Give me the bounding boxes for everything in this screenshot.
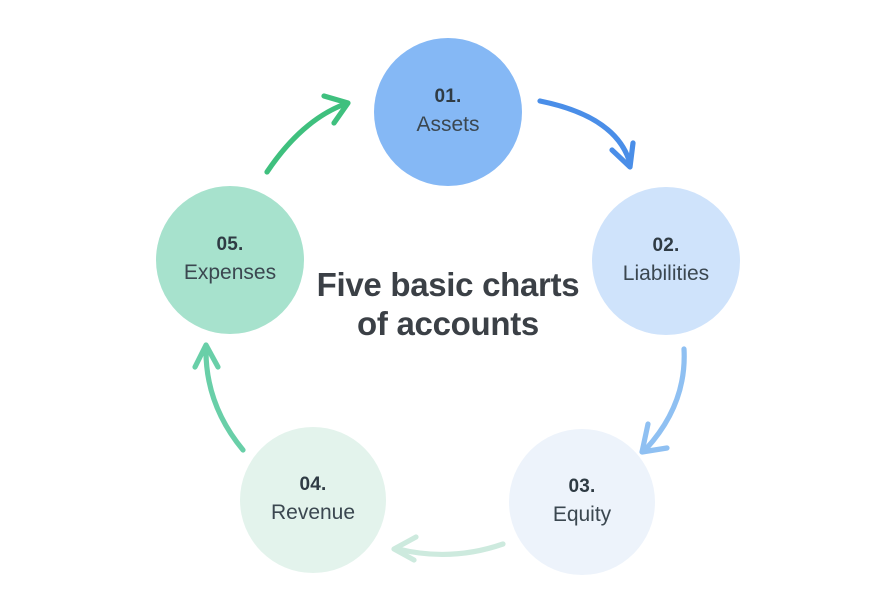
node-assets[interactable]: 01. Assets (374, 38, 522, 186)
arrow-revenue-to-expenses (192, 342, 246, 453)
node-equity-number: 03. (568, 476, 596, 498)
diagram-title: Five basic charts of accounts (262, 266, 634, 344)
arrow-liabilities-to-equity (639, 346, 687, 455)
node-expenses-label: Expenses (183, 261, 277, 285)
node-revenue-number: 04. (299, 474, 327, 496)
node-expenses-number: 05. (216, 234, 244, 256)
diagram-title-line-1: Five basic charts (316, 266, 580, 303)
arrow-expenses-to-assets (264, 93, 351, 175)
diagram-title-line-2: of accounts (357, 304, 539, 342)
node-equity-label: Equity (552, 503, 612, 527)
node-revenue-label: Revenue (270, 501, 356, 525)
node-assets-label: Assets (416, 113, 480, 137)
arrow-equity-to-revenue (391, 534, 506, 563)
node-revenue[interactable]: 04. Revenue (240, 427, 386, 573)
arrow-assets-to-liabilities (537, 98, 636, 170)
node-expenses[interactable]: 05. Expenses (156, 186, 304, 334)
node-liabilities-number: 02. (652, 235, 680, 257)
node-liabilities[interactable]: 02. Liabilities (592, 187, 740, 335)
node-equity[interactable]: 03. Equity (509, 429, 655, 575)
node-liabilities-label: Liabilities (622, 262, 710, 286)
node-assets-number: 01. (434, 86, 462, 108)
